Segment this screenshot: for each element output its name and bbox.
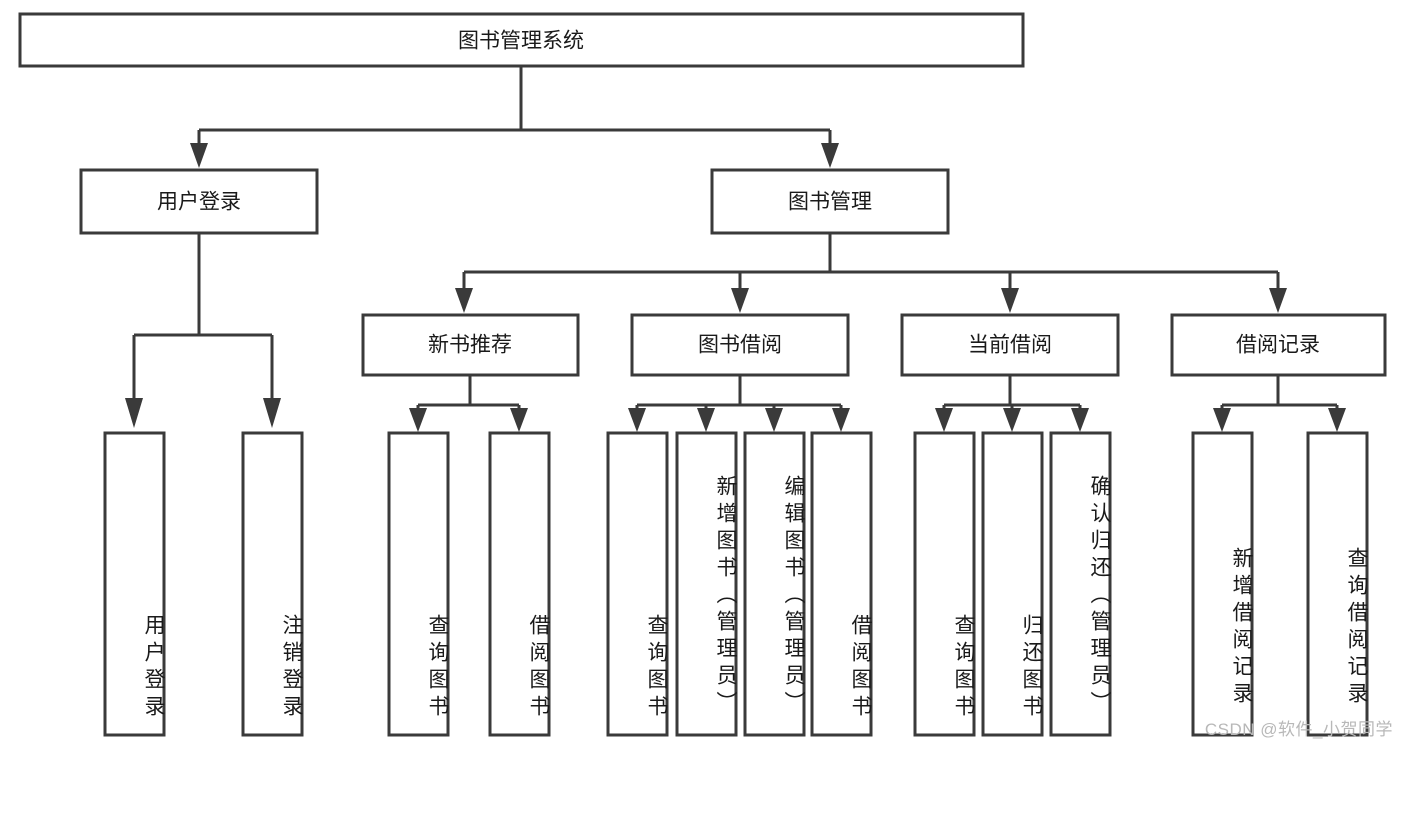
arrowhead-user-leaf-2 [263,398,281,428]
arrowhead-user-leaf-1 [125,398,143,428]
arrowhead-br-leaf-2 [1328,408,1346,432]
node-current-borrow[interactable]: 当前借阅 [900,313,1120,377]
node-borrow-record-box[interactable] [1170,313,1387,377]
arrowhead-nb-leaf-1 [409,408,427,432]
node-current-borrow-label: 当前借阅 [968,334,1052,357]
node-root-label: 图书管理系统 [458,30,584,53]
connector-group-newbook-to-leaves [409,375,528,432]
leaf-boxes-book-borrow [606,431,873,737]
arrowhead-bb-leaf-2 [697,408,715,432]
leaf-box-new-book-2[interactable] [488,431,551,737]
leaf-box-borrow-record-1[interactable] [1191,431,1254,737]
leaf-box-user-login-2[interactable] [241,431,304,737]
node-user-login[interactable]: 用户登录 [79,168,319,235]
connector-group-userlogin-to-leaves [125,233,281,428]
arrowhead-bb-leaf-3 [765,408,783,432]
leaf-box-current-borrow-1[interactable] [913,431,976,737]
connector-group-root-to-level2 [190,66,839,168]
leaf-box-borrow-record-2[interactable] [1306,431,1369,737]
arrowhead-to-current-borrow [1001,288,1019,313]
arrowhead-to-new-book [455,288,473,313]
connector-group-bookmanage-to-level3 [455,233,1287,313]
arrowhead-cb-leaf-3 [1071,408,1089,432]
node-new-book-recommend[interactable]: 新书推荐 [361,313,580,377]
node-new-book-recommend-label: 新书推荐 [428,334,512,357]
csdn-watermark: CSDN @软件_小贺同学 [1204,720,1393,739]
node-borrow-record[interactable]: 借阅记录 [1170,313,1387,377]
arrowhead-cb-leaf-1 [935,408,953,432]
diagram-svg: 图书管理系统 用户登录 图书管理 新书推荐 图书借阅 当前借阅 借阅记录 [18,12,1387,737]
arrowhead-cb-leaf-2 [1003,408,1021,432]
node-book-borrow-label: 图书借阅 [698,334,782,357]
leaf-box-new-book-1[interactable] [387,431,450,737]
node-book-manage-box[interactable] [710,168,950,235]
node-book-borrow[interactable]: 图书借阅 [630,313,850,377]
arrowhead-nb-leaf-2 [510,408,528,432]
node-book-manage[interactable]: 图书管理 [710,168,950,235]
arrowhead-to-book-manage [821,143,839,168]
connector-group-bookborrow-to-leaves [628,375,850,432]
node-new-book-recommend-box[interactable] [361,313,580,377]
arrowhead-to-user-login [190,143,208,168]
node-book-manage-label: 图书管理 [788,191,872,214]
arrowhead-br-leaf-1 [1213,408,1231,432]
leaf-boxes-new-book [387,431,551,737]
node-user-login-label: 用户登录 [157,191,241,214]
connector-group-borrowrecord-to-leaves [1213,375,1346,432]
node-borrow-record-label: 借阅记录 [1236,334,1320,357]
leaf-box-current-borrow-3[interactable] [1049,431,1112,737]
node-current-borrow-box[interactable] [900,313,1120,377]
leaf-boxes-user-login [103,431,304,737]
node-book-borrow-box[interactable] [630,313,850,377]
leaf-box-book-borrow-2[interactable] [675,431,738,737]
node-root[interactable]: 图书管理系统 [18,12,1025,68]
arrowhead-to-book-borrow [731,288,749,313]
connector-group-currentborrow-to-leaves [935,375,1089,432]
arrowhead-bb-leaf-4 [832,408,850,432]
leaf-box-user-login-1[interactable] [103,431,166,737]
leaf-box-book-borrow-1[interactable] [606,431,669,737]
diagram-canvas: 图书管理系统 用户登录 图书管理 新书推荐 图书借阅 当前借阅 借阅记录 [18,12,1393,739]
leaf-box-current-borrow-2[interactable] [981,431,1044,737]
leaf-box-book-borrow-4[interactable] [810,431,873,737]
node-user-login-box[interactable] [79,168,319,235]
leaf-boxes-borrow-record [1191,431,1369,737]
leaf-boxes-current-borrow [913,431,1112,737]
arrowhead-bb-leaf-1 [628,408,646,432]
leaf-box-book-borrow-3[interactable] [743,431,806,737]
node-root-box[interactable] [18,12,1025,68]
arrowhead-to-borrow-record [1269,288,1287,313]
